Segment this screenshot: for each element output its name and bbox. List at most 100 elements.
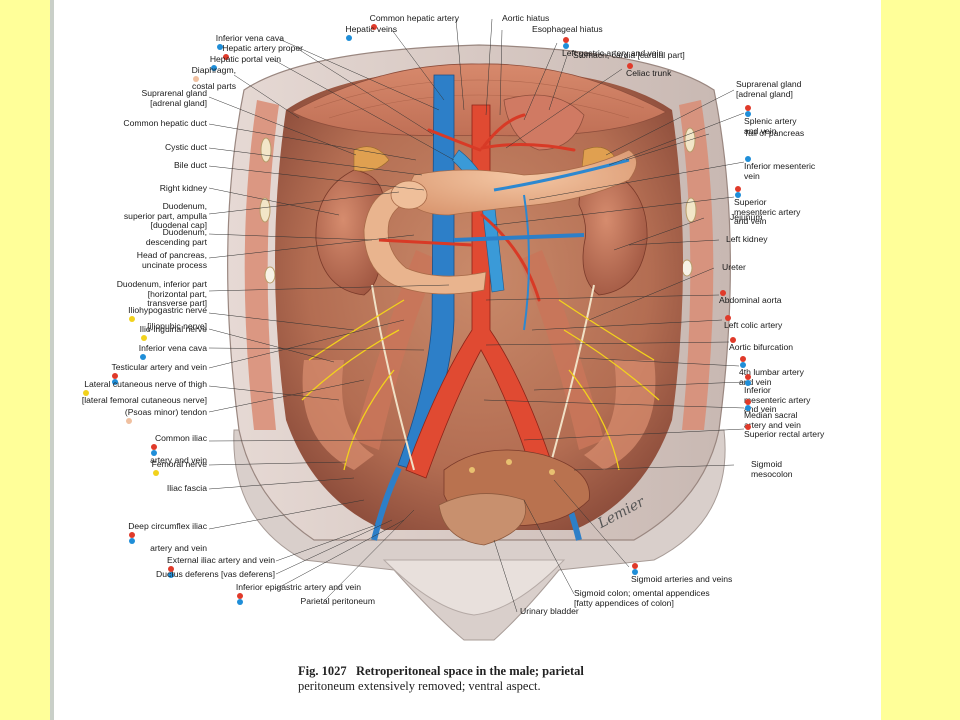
artery-dot-icon xyxy=(370,23,377,30)
wall-section-right-2 xyxy=(685,197,697,223)
label-dots xyxy=(744,105,797,117)
label-femoral-nerve: Femoral nerve xyxy=(152,459,207,476)
label-line: and vein xyxy=(744,125,777,136)
urinary-bladder xyxy=(438,493,526,546)
left-iliac-muscle xyxy=(302,360,374,470)
artery-dot-icon xyxy=(745,374,751,380)
label-abdominal-aorta: Abdominal aorta xyxy=(719,290,782,306)
vein-dot-icon xyxy=(745,380,751,386)
vein-dot-icon xyxy=(740,362,746,368)
label-dots xyxy=(125,417,207,424)
label-tail-of-pancreas: Tail of pancreas xyxy=(744,128,805,139)
label-line: artery and vein xyxy=(150,542,207,553)
label-line: transverse part] xyxy=(147,298,207,309)
vein-dot-icon xyxy=(745,156,751,162)
label-line: External iliac artery and vein xyxy=(167,555,275,578)
right-adrenal-gland xyxy=(353,146,390,172)
label-line: Iliac fascia xyxy=(166,483,207,493)
label-dots xyxy=(192,75,236,82)
label-line: vein xyxy=(744,170,760,181)
label-common-hepatic-artery-left: Common hepatic artery xyxy=(370,13,459,30)
label-line: Deep circumflex iliac xyxy=(128,521,207,544)
label-dots xyxy=(216,43,284,50)
right-external-iliac-vein xyxy=(371,466,402,541)
label-dots xyxy=(140,334,207,341)
label-line: [iliopubic nerve] xyxy=(147,320,207,331)
wall-section-left-3 xyxy=(264,266,276,284)
label-line: artery and vein xyxy=(150,454,207,465)
label-line: mesenteric artery xyxy=(744,394,811,405)
label-line: costal parts xyxy=(192,80,236,91)
label-suprarenal-gland-left: Suprarenal gland[adrenal gland] xyxy=(736,79,801,99)
label-dots xyxy=(744,156,815,162)
leader-lines-right xyxy=(483,18,745,613)
wall-muscle-right xyxy=(679,100,714,430)
label-dots xyxy=(729,337,793,343)
label-line: Celiac trunk xyxy=(626,63,671,79)
label-dots xyxy=(139,353,207,360)
label-line: Parietal peritoneum xyxy=(300,596,375,606)
label-line: Sigmoid arteries and veins xyxy=(631,563,732,585)
left-renal-vein xyxy=(453,233,585,242)
nerve-dot-icon xyxy=(82,389,89,396)
vein-dot-icon xyxy=(112,378,119,385)
atlas-page: Lemier Common hepatic artery Hepatic vei… xyxy=(54,0,881,720)
artery-dot-icon xyxy=(725,315,731,321)
label-line: Head of pancreas, xyxy=(136,250,207,260)
label-line: Inferior vena cava xyxy=(139,343,207,360)
label-left-kidney: Left kidney xyxy=(726,234,768,245)
label-aortic-hiatus: Aortic hiatus xyxy=(502,13,549,24)
artery-dot-icon xyxy=(735,186,741,192)
wall-section-left-2 xyxy=(259,197,271,223)
portal-vein xyxy=(451,149,505,293)
artery-dot-icon xyxy=(112,372,119,379)
right-ureter xyxy=(371,284,415,471)
artery-dot-icon xyxy=(563,37,569,43)
label-line: Inferior epigastric artery and vein xyxy=(236,582,361,605)
label-dots xyxy=(345,34,397,41)
label-left-colic-artery: Left colic artery xyxy=(724,315,782,331)
vein-dot-icon xyxy=(745,111,751,117)
figure-caption: Fig. 1027 Retroperitoneal space in the m… xyxy=(298,664,738,694)
label-ductus-deferens: Ductus deferens [vas deferens] xyxy=(156,569,275,580)
duodenum xyxy=(363,184,487,295)
label-line: [fatty appendices of colon] xyxy=(574,597,674,608)
label-superior-rectal-artery: Superior rectal artery xyxy=(744,424,824,440)
artery-dot-icon xyxy=(151,443,158,450)
label-ilio-inguinal-nerve: Ilio-inguinal nerve xyxy=(140,324,207,341)
label-line: Testicular artery and vein xyxy=(111,362,207,385)
vein-dot-icon xyxy=(346,34,353,41)
label-duodenum-inferior-part: Duodenum, inferior part[horizontal part,… xyxy=(117,279,207,309)
label-line: Tail of pancreas xyxy=(744,128,805,138)
label-inferior-vena-cava-lower: Inferior vena cava xyxy=(139,343,207,360)
vein-dot-icon xyxy=(168,571,175,578)
nerve-dot-icon xyxy=(152,469,159,476)
label-iliohypogastric-nerve: Iliohypogastric nerve [iliopubic nerve] xyxy=(128,305,207,331)
label-line: [adrenal gland] xyxy=(150,97,207,108)
muscle-dot-icon xyxy=(125,417,132,424)
label-deep-circumflex-iliac: Deep circumflex iliac artery and vein xyxy=(128,521,207,553)
vein-dot-icon xyxy=(563,43,569,49)
vein-dot-icon xyxy=(210,64,217,71)
label-line: and vein xyxy=(739,376,772,387)
label-dots xyxy=(370,23,459,30)
label-line: Inferior vena cava xyxy=(216,33,284,50)
artery-dot-icon xyxy=(720,290,726,296)
label-duodenum-superior-part: Duodenum,superior part, ampulla[duodenal… xyxy=(124,201,207,231)
label-common-iliac-artery-and-vein: Common iliac artery and vein xyxy=(150,433,207,465)
vein-dot-icon xyxy=(745,405,751,411)
label-iliac-fascia: Iliac fascia xyxy=(166,483,207,494)
celiac-branches xyxy=(427,113,576,302)
label-line: Inferior xyxy=(744,374,810,396)
label-urinary-bladder: Urinary bladder xyxy=(520,606,579,617)
label-line: mesenteric artery xyxy=(734,206,801,217)
label-line: (Psoas minor) tendon xyxy=(125,407,207,424)
right-renal-artery xyxy=(378,238,473,247)
label-dots xyxy=(167,565,275,578)
label-line: and vein xyxy=(734,216,767,227)
label-ureter: Ureter xyxy=(722,262,746,273)
caption-line-2: peritoneum extensively removed; ventral … xyxy=(298,679,541,693)
